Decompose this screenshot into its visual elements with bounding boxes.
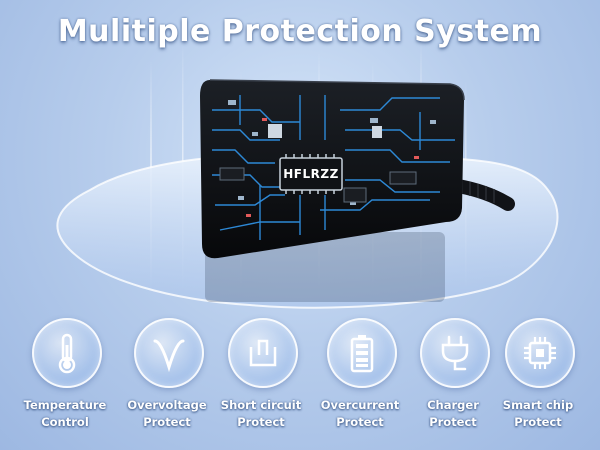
plug-icon [441,335,469,371]
voltage-v-icon-badge [134,318,204,388]
feature-label-line2: Protect [429,415,477,429]
feature-label-line1: Overcurrent [320,398,400,412]
brand-label: HFLRZZ [283,167,339,181]
plug-icon-badge [420,318,490,388]
feature-label-line1: Short circuit [220,398,302,412]
thermometer-icon-badge [32,318,102,388]
feature-label-line2: Protect [237,415,285,429]
battery-icon-badge [327,318,397,388]
feature-label-line1: Charger [427,398,479,412]
feature-label-line2: Protect [514,415,562,429]
feature-label-line1: Smart chip [502,398,574,412]
feature-label-line2: Control [41,415,89,429]
headline: Mulitiple Protection System [57,14,543,49]
short-circuit-icon-badge [228,318,298,388]
feature-label-line1: Overvoltage [127,398,207,412]
feature-label-line1: Temperature [23,398,107,412]
voltage-v-icon [153,339,185,373]
feature-label-line2: Protect [336,415,384,429]
short-circuit-icon [249,339,277,367]
feature-label-line2: Protect [143,415,191,429]
chip-icon [524,337,556,369]
battery-icon [350,335,374,373]
thermometer-icon [58,333,76,374]
features-row: Temperature Control Overvoltage Protect [0,318,600,450]
chip-icon-badge [505,318,575,388]
adapter-body [200,79,465,259]
